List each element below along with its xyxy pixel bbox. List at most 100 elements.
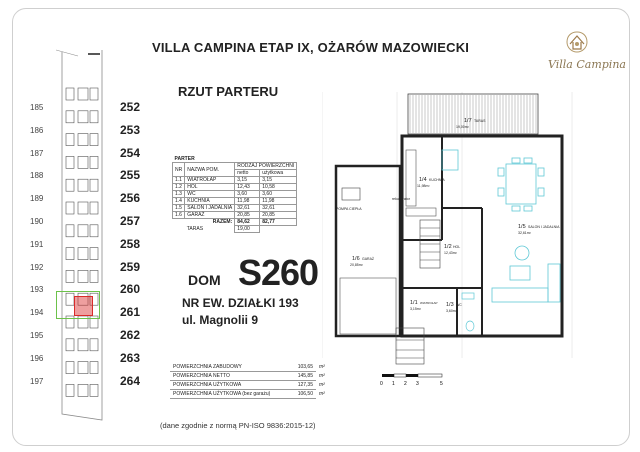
taras-label: TARAS [186, 226, 204, 232]
site-house [89, 87, 99, 101]
terrace-decking [407, 93, 539, 135]
plot-row[interactable]: 187 254 [30, 142, 150, 164]
sum-label: RAZEM: [212, 219, 233, 226]
plot-right-number: 253 [120, 122, 141, 137]
plot-left-number: 197 [30, 376, 44, 386]
site-house [77, 110, 89, 124]
cell-nr: 1.3 [171, 190, 186, 198]
plot-left-number: 187 [30, 148, 44, 158]
plot-right-number: 254 [120, 145, 141, 160]
room-rekuperator: rekuperator [392, 197, 411, 201]
plot-right-number: 260 [120, 282, 141, 297]
plot-right-number: 262 [120, 328, 141, 342]
site-house [65, 110, 75, 124]
furniture [441, 149, 561, 303]
site-house [89, 224, 99, 238]
cell-netto: 20,85 [234, 211, 261, 219]
room-hol-name: HOL [453, 245, 460, 249]
room-wc-area: 3,60m² [446, 309, 458, 313]
plot-left-number: 190 [30, 217, 44, 226]
site-house [65, 247, 75, 260]
site-house [65, 384, 75, 397]
cell-uzyt: 11,98 [259, 197, 298, 205]
room-pompa: POMPA CIEPŁA [336, 207, 362, 211]
selected-plot-highlight[interactable] [56, 291, 100, 319]
cell-nr: 1.4 [171, 197, 186, 205]
site-house [89, 156, 99, 169]
room-garaz-area: 20,85m² [350, 263, 364, 267]
col-name: NAZWA POM. [184, 162, 236, 177]
site-house [77, 87, 89, 101]
room-salon-name: SALON I JADALNIA [528, 225, 560, 229]
site-house [77, 270, 89, 283]
site-house [65, 224, 75, 238]
site-house [65, 156, 75, 169]
site-house [77, 201, 89, 215]
site-house [77, 224, 89, 238]
site-house [77, 178, 89, 192]
totals-value: 106,50 [280, 389, 316, 399]
totals-unit: m² [319, 391, 325, 397]
site-house [89, 133, 99, 146]
plan-sheet [12, 8, 630, 446]
cell-netto: 3,15 [234, 176, 261, 184]
totals-label: POWIERZCHNIA NETTO [170, 371, 280, 381]
plot-left-number: 191 [30, 239, 44, 249]
cell-name: KUCHNIA [184, 197, 236, 205]
scale-label-0: 0 [380, 381, 383, 387]
plot-left-number: 193 [30, 285, 44, 295]
plot-left-number: 194 [30, 308, 44, 318]
site-house [65, 338, 75, 352]
floor-plan: 1/7 TARAS 19,00m² 1/4 KUCHNIA 11,98m² 1/… [321, 88, 584, 379]
cell-name: WIATROŁAP [184, 176, 236, 184]
cell-name: HOL [184, 183, 236, 191]
cell-nr: 1.1 [171, 176, 186, 184]
house-code: S260 [238, 252, 319, 293]
totals-value: 103,65 [280, 363, 316, 372]
plot-right-number: 263 [120, 350, 141, 365]
totals-label: POWIERZCHNIA UŻYTKOWA (bez garażu) [170, 389, 280, 399]
plot-row[interactable]: 193 260 [30, 278, 150, 300]
cell-nr: 1.6 [171, 211, 186, 219]
street-address: ul. Magnolii 9 [182, 313, 259, 327]
cell-netto: 11,98 [234, 197, 261, 205]
room-garaz-name: GARAŻ [362, 256, 375, 261]
project-title: VILLA CAMPINA ETAP IX, OŻARÓW MAZOWIECKI [152, 40, 470, 55]
plot-left-number: 189 [30, 194, 44, 204]
room-salon-id: 1/5 [518, 224, 526, 230]
plot-row[interactable]: 196 263 [30, 347, 150, 369]
scale-label-1: 1 [392, 381, 395, 387]
sum-netto: 84,62 [234, 218, 261, 226]
plot-left-number: 192 [30, 262, 44, 272]
site-house [77, 292, 89, 306]
site-house [65, 270, 75, 283]
cell-uzyt: 32,61 [259, 204, 298, 212]
plot-row[interactable]: 192 259 [30, 256, 150, 278]
site-house [77, 384, 89, 397]
plot-right-number: 259 [120, 259, 141, 274]
cell-uzyt: 3,15 [259, 176, 298, 184]
site-house [89, 110, 99, 124]
selected-house-marker [74, 296, 93, 316]
plot-right-number: 252 [120, 100, 141, 114]
cell-netto: 12,43 [234, 183, 261, 191]
room-kuchnia-area: 11,98m² [417, 184, 430, 188]
room-garaz-id: 1/6 [352, 256, 360, 262]
site-house [65, 87, 75, 101]
plot-left-number: 196 [30, 353, 44, 363]
site-house [77, 156, 89, 169]
site-house [89, 270, 99, 283]
